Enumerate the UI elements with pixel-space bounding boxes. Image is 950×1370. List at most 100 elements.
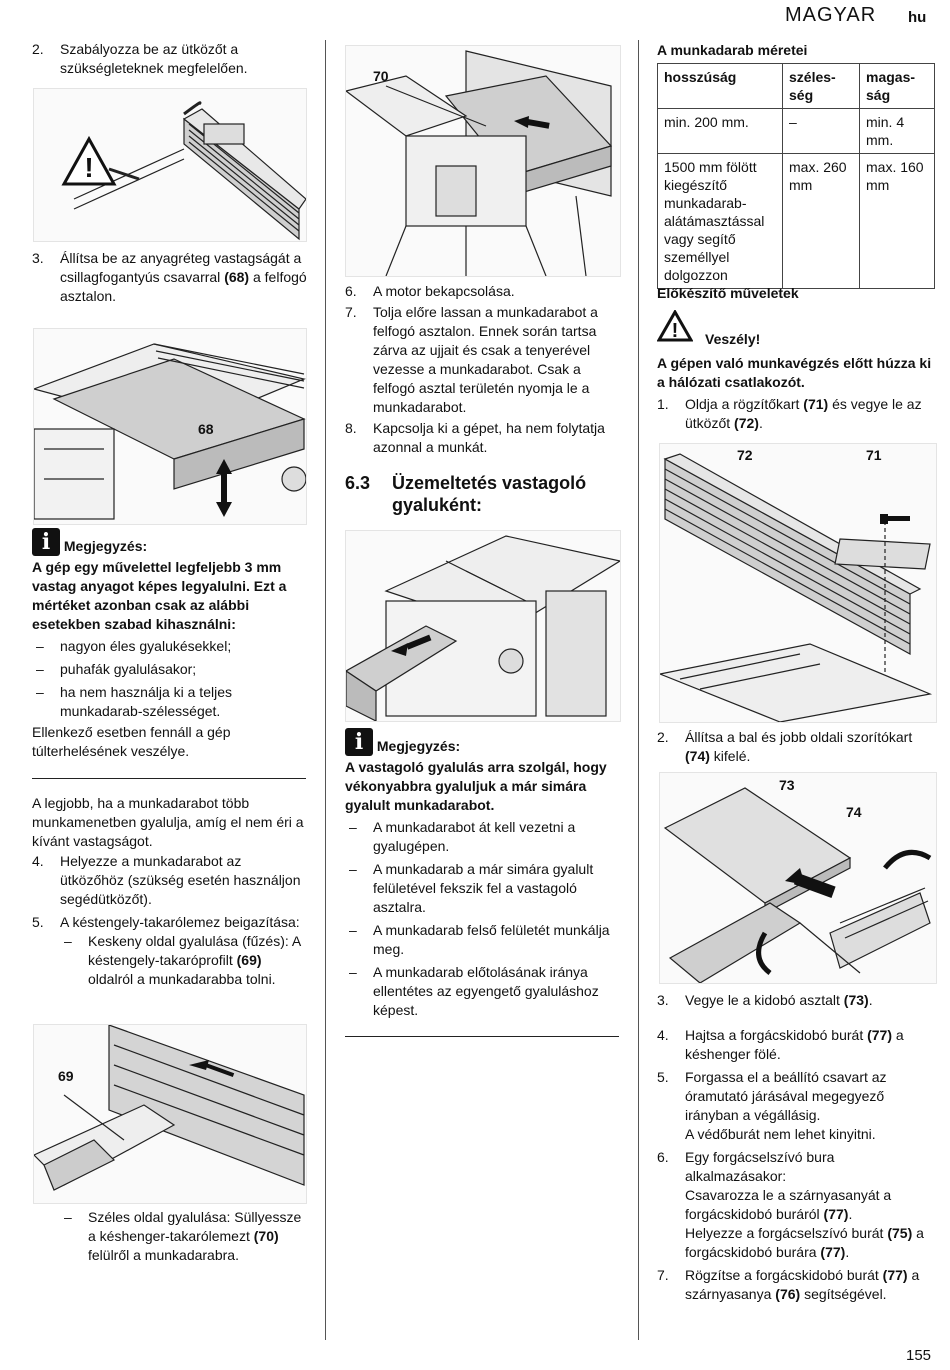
note-item-1: –nagyon éles gyalukésekkel; — [32, 637, 307, 656]
info-icon: i — [345, 728, 373, 756]
step-number: 2. — [32, 41, 44, 57]
step-text-b: és vegye le az ütközőt — [685, 396, 922, 431]
step-number: 5. — [32, 914, 44, 930]
danger-heading: ! Veszély! — [657, 310, 935, 347]
warning-icon: ! — [657, 310, 693, 342]
note-item-3: –A munkadarab felső felületét munkálja m… — [345, 921, 620, 959]
step-number: 6. — [345, 283, 357, 299]
step-text-b: kifelé. — [709, 748, 751, 764]
step-number: 4. — [657, 1027, 669, 1043]
part-ref-71: (71) — [803, 396, 829, 412]
step-text-a: Állítsa a bal és jobb oldali szorítókart — [685, 729, 913, 745]
step-text: Kapcsolja ki a gépet, ha nem folytatja a… — [373, 420, 605, 455]
note-bold-text: A gép egy művelettel legfeljebb 3 mm vas… — [32, 559, 287, 632]
danger-title: Veszély! — [705, 331, 761, 347]
table-row: 1500 mm fölött kiegészítő munkadarab-alá… — [657, 153, 935, 289]
figure-fence-adjustment: ! — [33, 88, 307, 242]
figure-thickness-planing — [345, 530, 621, 722]
step-text: Szabályozza be az ütközőt a szükségletek… — [60, 41, 248, 76]
part-ref-76: (76) — [775, 1286, 801, 1302]
step-text-a: Vegye le a kidobó asztalt — [685, 992, 844, 1008]
step-text-c: . — [758, 415, 763, 431]
note-middle-divider — [345, 1036, 619, 1037]
figure-label-73: 73 — [779, 777, 795, 793]
table-header-cell: hosszúság — [657, 63, 783, 109]
header-language: MAGYAR — [785, 4, 877, 26]
step-text: A motor bekapcsolása. — [373, 283, 515, 299]
dimensions-table: hosszúság széles-ség magas-ság min. 200 … — [657, 63, 935, 289]
step-number: 3. — [32, 250, 44, 266]
step-number: 4. — [32, 853, 44, 869]
figure-label-69: 69 — [58, 1068, 74, 1084]
figure-label-72: 72 — [737, 447, 753, 463]
dash-marker: – — [64, 933, 72, 949]
step-text-a: Hajtsa a forgácskidobó burát — [685, 1027, 868, 1043]
right-step-4: 4. Hajtsa a forgácskidobó burát (77) a k… — [657, 1026, 935, 1064]
right-step-2-wrap: 2. Állítsa a bal és jobb oldali szorítók… — [657, 728, 935, 766]
column-divider-left — [325, 40, 326, 1340]
sub-text-b: oldalról a munkadarabba tolni. — [88, 971, 276, 987]
item-text: nagyon éles gyalukésekkel; — [60, 638, 232, 654]
note-item-3: –ha nem használja ki a teljes munkadarab… — [32, 683, 307, 721]
step-6: 6. A motor bekapcsolása. — [345, 282, 620, 301]
step-line1-a: Csavarozza le a szárnyasanyát a forgácsk… — [685, 1187, 892, 1222]
item-text: A munkadarab a már simára gyalult felüle… — [373, 861, 594, 915]
step-text: Helyezze a munkadarabot az ütközőhöz (sz… — [60, 853, 301, 907]
sub-text-b: felülről a munkadarabra. — [88, 1247, 239, 1263]
right-step-2: 2. Állítsa a bal és jobb oldali szorítók… — [657, 728, 935, 766]
step-text-a: Állítsa be az anyagréteg vastagságát a c… — [60, 250, 302, 285]
table-header-row: hosszúság széles-ség magas-ság — [657, 63, 935, 109]
sub-text-a: Széles oldal gyalulása: Süllyessze a kés… — [88, 1209, 302, 1244]
section-title: Üzemeltetés vastagoló gyaluként: — [392, 473, 587, 515]
step-5: 5. A késtengely-takarólemez beigazítása: — [32, 913, 307, 932]
column-divider-right — [638, 40, 639, 1340]
sub-text-a: Keskeny oldal gyalulása (fűzés): A késte… — [88, 933, 301, 968]
part-ref-69: (69) — [236, 952, 262, 968]
figure-label-70: 70 — [373, 68, 389, 84]
note-left: i Megjegyzés: A gép egy művelettel legfe… — [32, 528, 307, 761]
table-row: min. 200 mm. – min. 4 mm. — [657, 108, 935, 154]
table-cell: max. 160 mm — [859, 153, 935, 289]
step-text-c: segítségével. — [800, 1286, 887, 1302]
step-2: 2. Szabályozza be az ütközőt a szükségle… — [32, 40, 307, 78]
part-ref-70: (70) — [253, 1228, 279, 1244]
table-header-cell: széles-ség — [782, 63, 860, 109]
prep-title: Előkészítő műveletek — [657, 285, 799, 301]
step-number: 7. — [345, 304, 357, 320]
info-icon: i — [32, 528, 60, 556]
step-text: Egy forgácselszívó bura alkalmazásakor: — [685, 1149, 835, 1184]
step-3: 3. Állítsa be az anyagréteg vastagságát … — [32, 249, 307, 306]
step-extra: A védőburát nem lehet kinyitni. — [685, 1126, 876, 1142]
part-ref-77: (77) — [867, 1027, 893, 1043]
note-title: Megjegyzés: — [376, 738, 461, 754]
left-paragraph: A legjobb, ha a munkadarabot több munkam… — [32, 795, 304, 849]
step-line2-a: Helyezze a forgácselszívó burát — [685, 1225, 888, 1241]
figure-label-74: 74 — [846, 804, 862, 820]
item-text: puhafák gyalulásakor; — [60, 661, 197, 677]
note-left-divider — [32, 778, 306, 779]
dash-marker: – — [349, 922, 357, 938]
figure-label-68: 68 — [198, 421, 214, 437]
note-heading: i Megjegyzés: — [345, 728, 620, 756]
note-heading: i Megjegyzés: — [32, 528, 307, 556]
step-text: Tolja előre lassan a munkadarabot a felf… — [373, 304, 598, 415]
step-number: 8. — [345, 420, 357, 436]
part-ref-77: (77) — [823, 1206, 849, 1222]
step-text-a: Rögzítse a forgácskidobó burát — [685, 1267, 883, 1283]
figure-fence-removal — [659, 443, 937, 723]
right-step-3: 3. Vegye le a kidobó asztalt (73). — [657, 991, 935, 1010]
step-line2-c: . — [845, 1244, 850, 1260]
left-column: 2. Szabályozza be az ütközőt a szükségle… — [32, 40, 307, 78]
dash-marker: – — [349, 819, 357, 835]
step-4: 4. Helyezze a munkadarabot az ütközőhöz … — [32, 852, 307, 909]
dash-marker: – — [349, 861, 357, 877]
step-number: 6. — [657, 1149, 669, 1165]
table-header-cell: magas-ság — [859, 63, 935, 109]
right-step-5: 5. Forgassa el a beállító csavart az óra… — [657, 1068, 935, 1144]
danger-text: A gépen való munkavégzés előtt húzza ki … — [657, 355, 932, 390]
note-item-2: –puhafák gyalulásakor; — [32, 660, 307, 679]
part-ref-68: (68) — [224, 269, 250, 285]
note-after: Ellenkező esetben fennáll a gép túlterhe… — [32, 724, 231, 759]
table-cell: min. 4 mm. — [859, 108, 935, 154]
step-text: Forgassa el a beállító csavart az óramut… — [685, 1069, 887, 1123]
